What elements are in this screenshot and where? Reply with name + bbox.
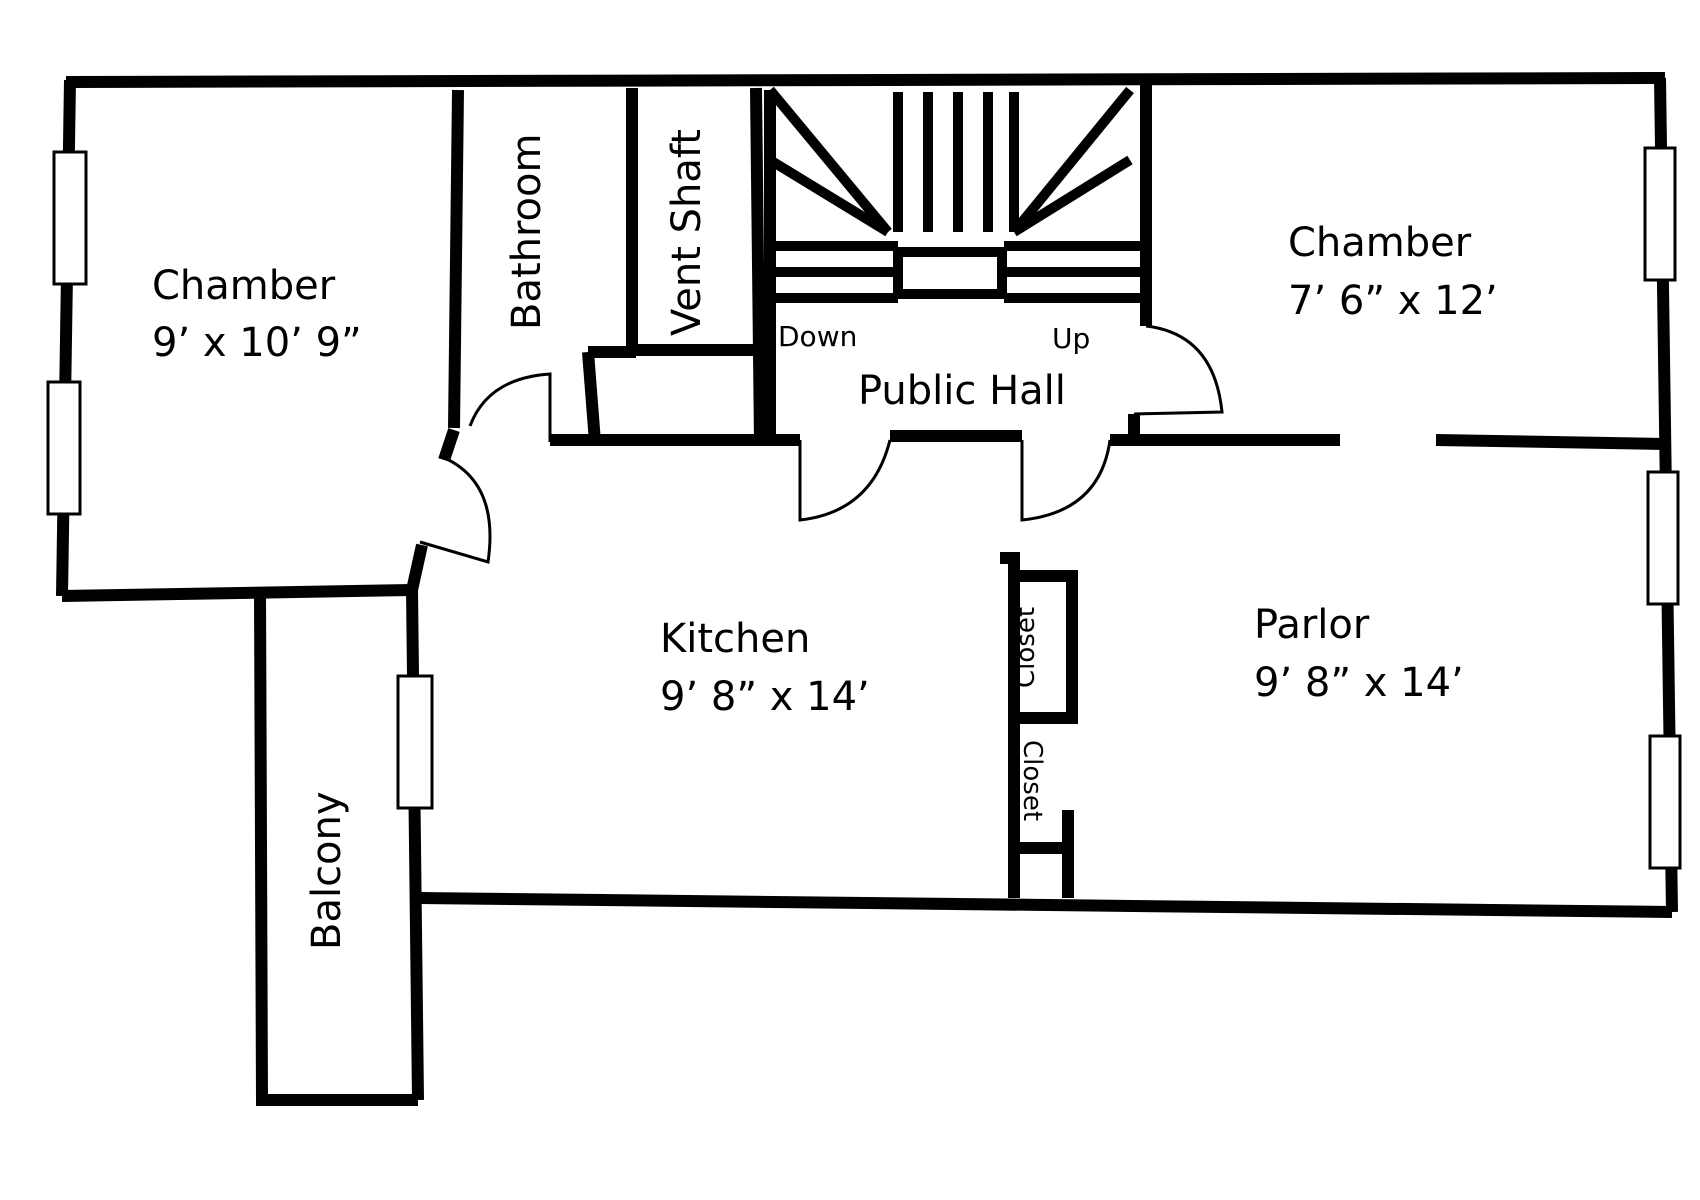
door-kitchen-entry bbox=[419, 454, 492, 564]
stairs-down-label: Down bbox=[778, 320, 857, 353]
closet-lower-label: Closet bbox=[1017, 740, 1047, 821]
window-left-lower bbox=[46, 380, 82, 516]
parlor-size: 9’ 8” x 14’ bbox=[1254, 660, 1464, 706]
door-hall-kitchen-right bbox=[1020, 439, 1112, 522]
chamber-right-name: Chamber bbox=[1288, 220, 1472, 266]
balcony-label: Balcony bbox=[304, 791, 350, 950]
window-right-lower bbox=[1648, 734, 1682, 870]
window-right-middle bbox=[1646, 470, 1680, 606]
interior-walls bbox=[550, 84, 1665, 898]
bathroom-label: Bathroom bbox=[504, 134, 550, 330]
doors bbox=[419, 324, 1224, 564]
closet-upper-label: Closet bbox=[1011, 607, 1041, 688]
vent-shaft-label: Vent Shaft bbox=[664, 129, 710, 336]
door-hall-kitchen-left bbox=[798, 439, 892, 522]
chamber-right-size: 7’ 6” x 12’ bbox=[1288, 278, 1498, 324]
door-bathroom bbox=[468, 372, 552, 442]
chamber-left-name: Chamber bbox=[152, 263, 336, 309]
window-right-upper bbox=[1643, 146, 1677, 282]
kitchen-size: 9’ 8” x 14’ bbox=[660, 674, 870, 720]
window-balcony bbox=[396, 674, 434, 810]
public-hall-label: Public Hall bbox=[858, 368, 1066, 414]
window-left-upper bbox=[52, 150, 88, 286]
parlor-name: Parlor bbox=[1254, 602, 1370, 648]
stairs-up-label: Up bbox=[1052, 322, 1090, 355]
windows bbox=[46, 146, 1682, 870]
chamber-left-size: 9’ x 10’ 9” bbox=[152, 320, 362, 366]
door-hall-chamber bbox=[1133, 324, 1224, 416]
kitchen-name: Kitchen bbox=[660, 616, 810, 662]
staircase bbox=[766, 86, 1140, 303]
labels: Chamber 9’ x 10’ 9” Chamber 7’ 6” x 12’ … bbox=[152, 129, 1498, 950]
